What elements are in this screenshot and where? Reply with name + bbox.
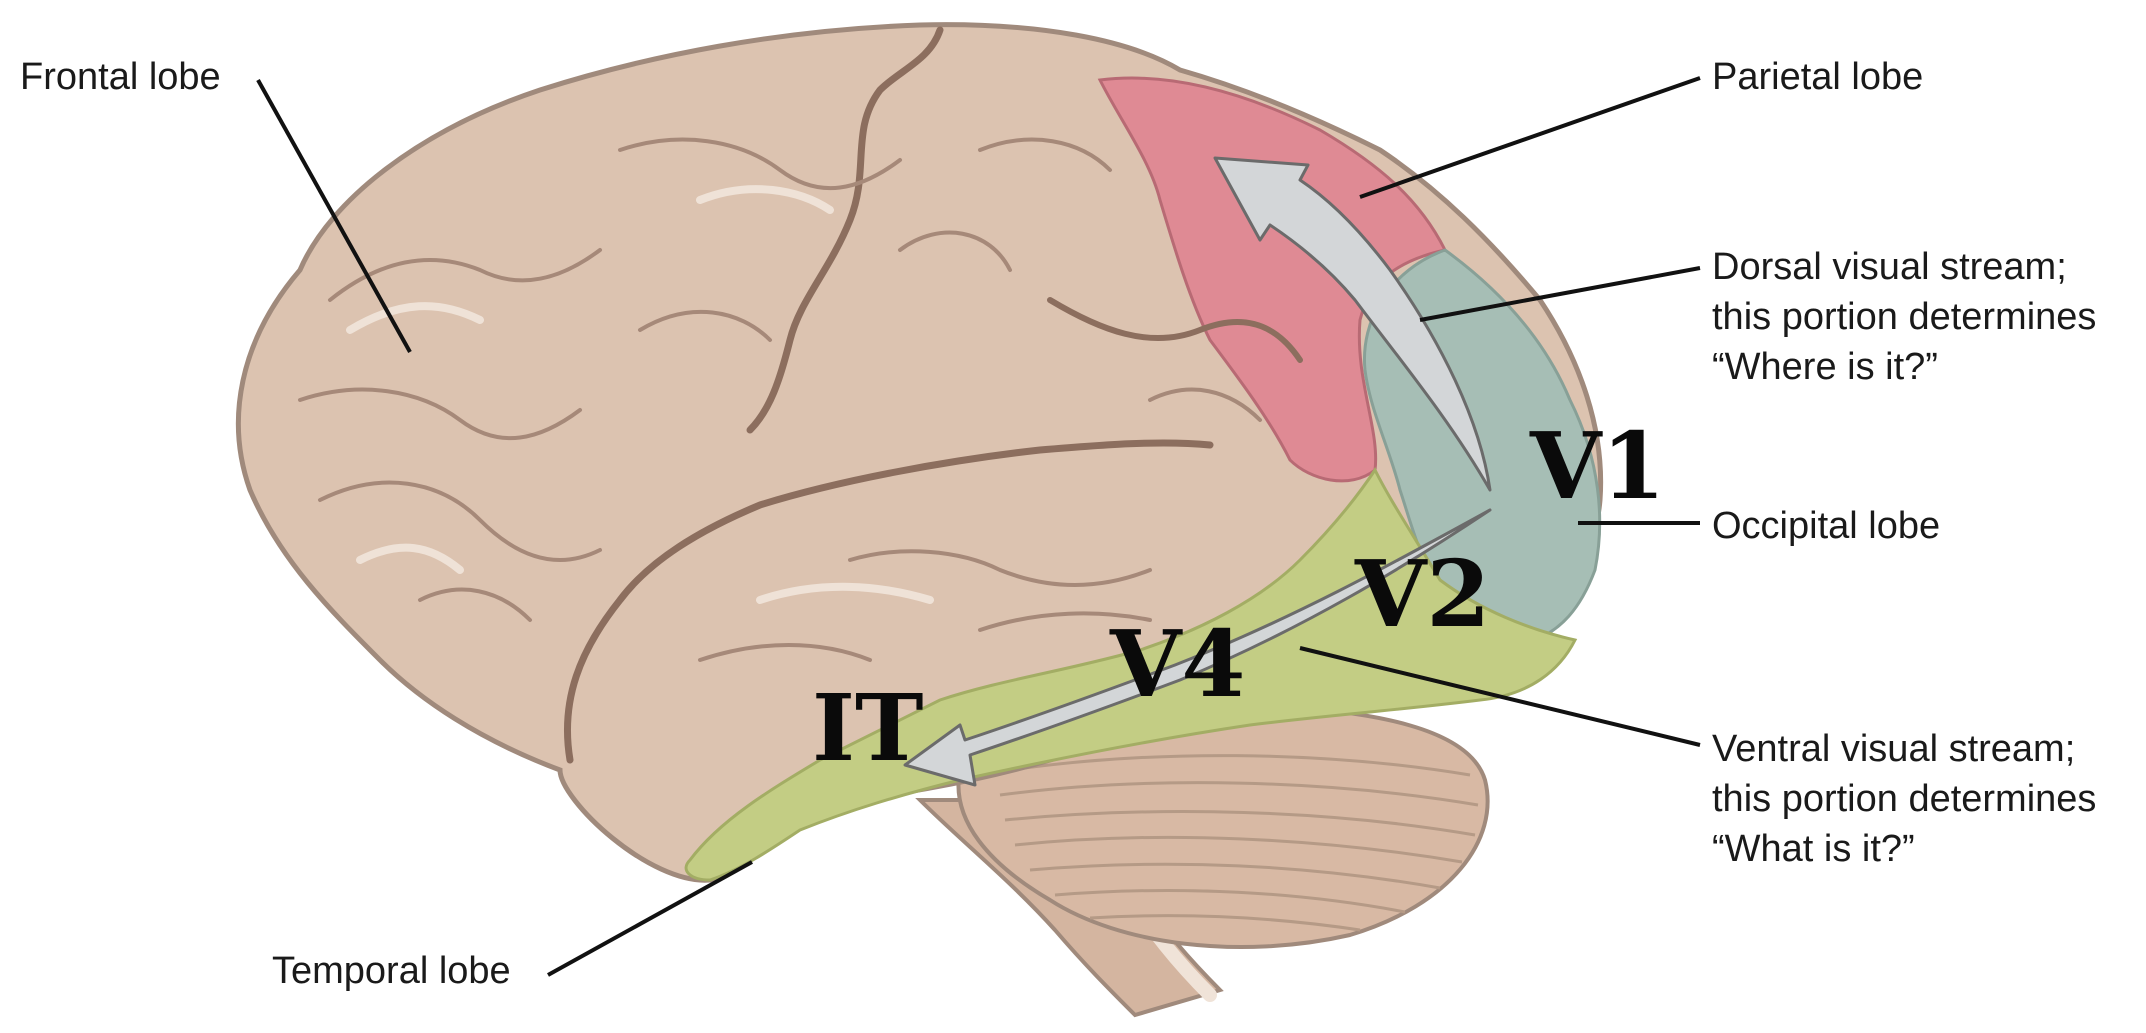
leader-temporal	[547, 860, 753, 977]
ventral-stream-label-line1: Ventral visual stream;	[1712, 728, 2076, 770]
temporal-lobe-label: Temporal lobe	[272, 950, 511, 992]
dorsal-stream-arrow	[1213, 156, 1492, 492]
leader-lines	[256, 76, 1701, 977]
parietal-region	[1097, 76, 1448, 483]
gyri-lines	[298, 137, 1262, 662]
cerebellum-folia	[999, 754, 1479, 932]
ventral-stream-label-line3: “What is it?”	[1712, 828, 1915, 870]
area-v1-label: V1	[1530, 412, 1666, 520]
ventral-temporal-region	[684, 467, 1578, 882]
leader-parietal	[1359, 76, 1701, 199]
ventral-stream-arrow	[903, 508, 1492, 787]
area-v2-label: V2	[1355, 540, 1491, 648]
leader-ventral	[1299, 646, 1701, 747]
area-v4-label: V4	[1110, 610, 1246, 718]
parietal-lobe-label: Parietal lobe	[1712, 56, 1924, 98]
leader-frontal	[256, 79, 412, 353]
gyri-highlights	[346, 185, 934, 604]
leader-dorsal	[1419, 266, 1701, 322]
dorsal-stream-label-line2: this portion determines	[1712, 296, 2097, 338]
dorsal-stream-label-line3: “Where is it?”	[1712, 346, 1938, 388]
occipital-lobe-label: Occipital lobe	[1712, 505, 1941, 547]
ventral-stream-label-line2: this portion determines	[1712, 778, 2097, 820]
dorsal-stream-label-line1: Dorsal visual stream;	[1712, 246, 2067, 288]
area-it-label: IT	[812, 674, 924, 782]
frontal-lobe-label: Frontal lobe	[20, 56, 221, 98]
sulci	[564, 26, 1303, 764]
